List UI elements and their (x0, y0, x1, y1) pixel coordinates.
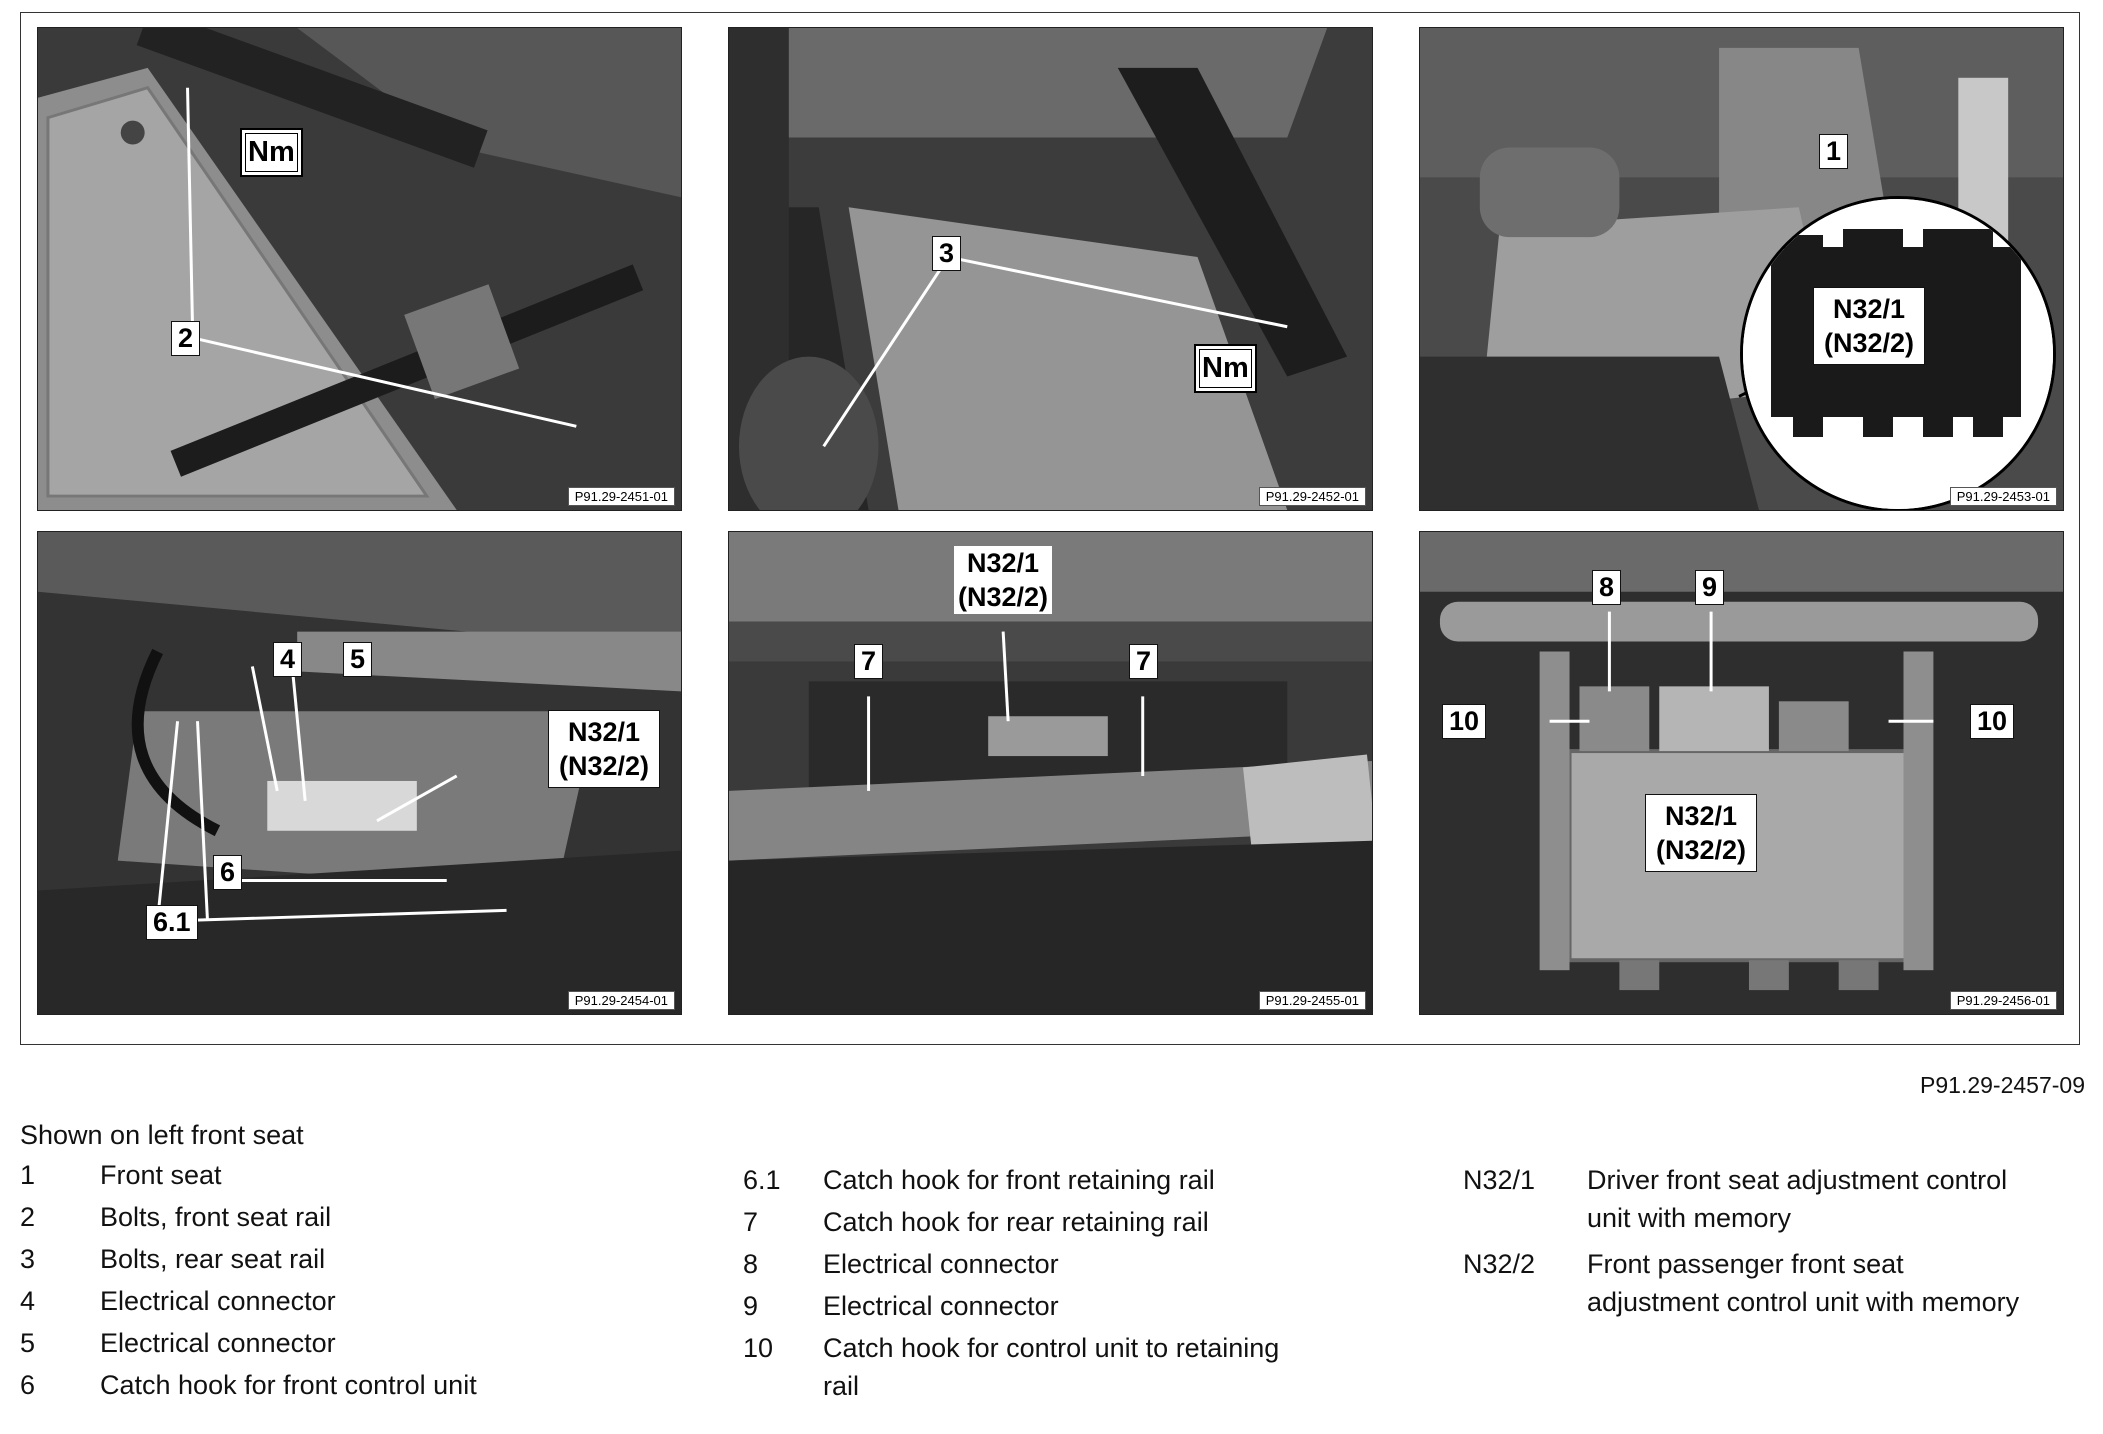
photo-control-unit-hooks: 4 5 6 6.1 N32/1 (N32/2) P91.29-2454-01 (37, 531, 682, 1015)
legend-text: Bolts, rear seat rail (100, 1244, 326, 1274)
legend-text-continued: unit with memory (1587, 1203, 1792, 1233)
photo-rear-seat-rail-bolts: 3 Nm P91.29-2452-01 (728, 27, 1373, 511)
callout-7: 7 (854, 644, 884, 679)
photo-front-seat-rail-bolts: 2 Nm P91.29-2451-01 (37, 27, 682, 511)
legend-number: 6 (20, 1370, 36, 1400)
photo-6-scene (1420, 532, 2063, 1014)
legend-number: N32/1 (1463, 1165, 1536, 1195)
legend-number: 7 (743, 1207, 759, 1237)
photo-rear-retaining-rail-hooks: 7 7 N32/1 (N32/2) P91.29-2455-01 (728, 531, 1373, 1015)
figure-frame: 2 Nm P91.29-2451-01 3 Nm P91.29-2452-01 (20, 12, 2080, 1045)
photo-id: P91.29-2455-01 (1258, 991, 1366, 1010)
callout-10-left: 10 (1442, 704, 1487, 739)
photo-1-scene (38, 28, 681, 510)
callout-1: 1 (1819, 134, 1849, 169)
callout-5: 5 (343, 642, 373, 677)
control-unit-inset: N32/1 (N32/2) (1740, 196, 2056, 510)
callout-n32-label: N32/1 (N32/2) (548, 710, 661, 788)
callout-n32-1: N32/1 (567, 717, 641, 747)
legend-title: Shown on left front seat (20, 1120, 304, 1150)
callout-n32-label: N32/1 (N32/2) (1645, 794, 1758, 872)
legend-number: 2 (20, 1202, 36, 1232)
legend-text: Electrical connector (100, 1328, 336, 1358)
callout-2: 2 (171, 321, 201, 356)
callout-n32-2: (N32/2) (559, 751, 650, 781)
legend-text: Bolts, front seat rail (100, 1202, 332, 1232)
callout-n32-label: N32/1 (N32/2) (1813, 287, 1926, 365)
photo-front-seat-control-unit: 1 N32/1 (N32/2) P91.29-2453-01 (1419, 27, 2064, 511)
callout-6-1: 6.1 (146, 905, 198, 940)
legend-number: 4 (20, 1286, 36, 1316)
legend-text: Catch hook for front retaining rail (823, 1165, 1215, 1195)
legend-number: 1 (20, 1160, 36, 1190)
callout-8: 8 (1592, 570, 1622, 605)
photo-id: P91.29-2451-01 (567, 487, 675, 506)
legend-text: Front passenger front seat (1587, 1249, 1904, 1279)
callout-3: 3 (932, 236, 962, 271)
legend-text-continued: adjustment control unit with memory (1587, 1287, 2020, 1317)
legend-number: 3 (20, 1244, 36, 1274)
legend: Shown on left front seat 1 Front seat 2 … (20, 1120, 2080, 1420)
callout-10-right: 10 (1970, 704, 2015, 739)
legend-text: Driver front seat adjustment control (1587, 1165, 2008, 1195)
legend-number: 6.1 (743, 1165, 781, 1195)
callout-n32-1: N32/1 (954, 546, 1053, 580)
callout-7: 7 (1129, 644, 1159, 679)
callout-n32-1: N32/1 (1832, 294, 1906, 324)
photo-2-scene (729, 28, 1372, 510)
figure-id: P91.29-2457-09 (1920, 1072, 2085, 1098)
legend-text: Electrical connector (100, 1286, 336, 1316)
callout-9: 9 (1695, 570, 1725, 605)
legend-text: Front seat (100, 1160, 222, 1190)
callout-n32-label: N32/1 (N32/2) (944, 542, 1062, 618)
legend-text: Catch hook for rear retaining rail (823, 1207, 1209, 1237)
legend-text: Electrical connector (823, 1249, 1059, 1279)
legend-text: Electrical connector (823, 1291, 1059, 1321)
callout-n32-2: (N32/2) (954, 580, 1053, 614)
photo-control-unit-connectors: 8 9 10 10 N32/1 (N32/2) P91.29-2456-01 (1419, 531, 2064, 1015)
photo-id: P91.29-2454-01 (567, 991, 675, 1010)
callout-4: 4 (273, 642, 303, 677)
legend-number: N32/2 (1463, 1249, 1536, 1279)
legend-item: 10 Catch hook for control unit to retain… (743, 1330, 1363, 1410)
photo-id: P91.29-2452-01 (1258, 487, 1366, 506)
legend-text: Catch hook for control unit to retaining (823, 1333, 1280, 1363)
callout-n32-1: N32/1 (1664, 801, 1738, 831)
legend-number: 5 (20, 1328, 36, 1358)
legend-number: 8 (743, 1249, 759, 1279)
callout-6: 6 (213, 855, 243, 890)
legend-number: 9 (743, 1291, 759, 1321)
photo-id: P91.29-2453-01 (1949, 487, 2057, 506)
torque-nm-icon: Nm (240, 128, 303, 177)
legend-number: 10 (743, 1333, 774, 1363)
callout-n32-2: (N32/2) (1656, 835, 1747, 865)
torque-nm-icon: Nm (1194, 344, 1257, 393)
legend-text: Catch hook for front control unit (100, 1370, 477, 1400)
callout-n32-2: (N32/2) (1824, 328, 1915, 358)
legend-item: N32/2 Front passenger front seat adjustm… (1463, 1246, 2073, 1326)
legend-item: N32/1 Driver front seat adjustment contr… (1463, 1162, 2073, 1242)
legend-text-continued: rail (823, 1371, 860, 1401)
photo-id: P91.29-2456-01 (1949, 991, 2057, 1010)
